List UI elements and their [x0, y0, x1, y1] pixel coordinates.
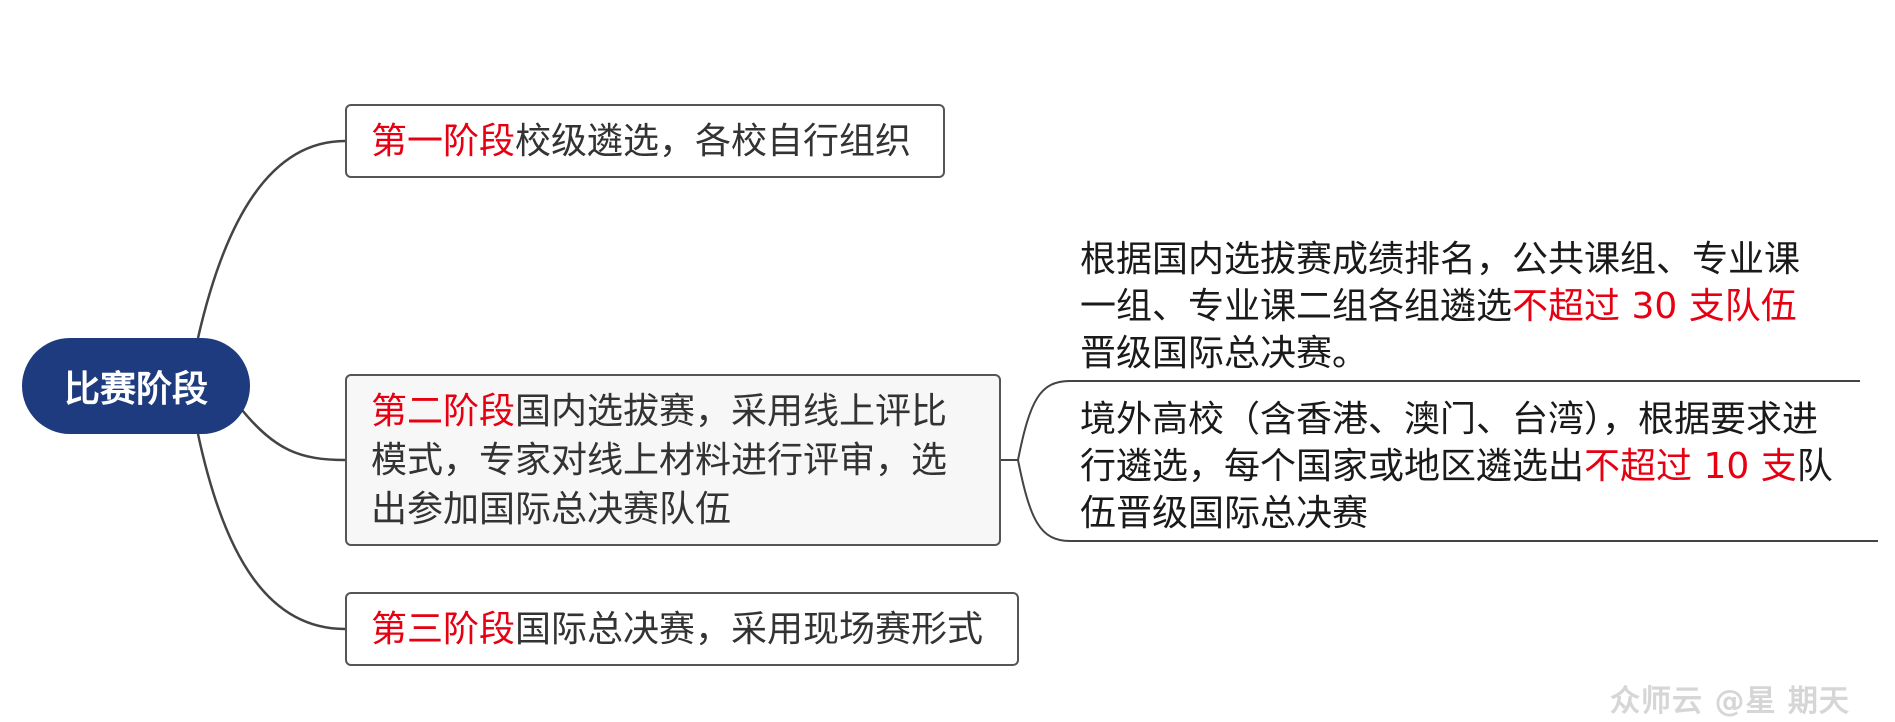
detail-2-line-2: 行遴选，每个国家或地区遴选出 — [1080, 446, 1585, 487]
detail-2-highlight: 不超过 10 支 — [1584, 446, 1797, 487]
detail-1-line-2: 一组、专业课二组各组遴选 — [1080, 286, 1513, 327]
stage-1-node: 第一阶段校级遴选，各校自行组织 — [345, 104, 945, 178]
detail-2-line-1: 境外高校（含香港、澳门、台湾），根据要求进 — [1080, 399, 1819, 440]
detail-overseas: 境外高校（含香港、澳门、台湾），根据要求进 行遴选，每个国家或地区遴选出不超过 … — [1080, 396, 1833, 537]
detail-1-line-1: 根据国内选拔赛成绩排名，公共课组、专业课 — [1080, 239, 1801, 280]
stage-2-line-1: 国内选拔赛，采用线上评比 — [515, 390, 948, 432]
stage-2-lead: 第二阶段 — [371, 390, 516, 432]
detail-domestic: 根据国内选拔赛成绩排名，公共课组、专业课 一组、专业课二组各组遴选不超过 30 … — [1080, 236, 1800, 377]
stage-2-line-3: 出参加国际总决赛队伍 — [371, 488, 732, 530]
stage-1-text: 校级遴选，各校自行组织 — [515, 120, 912, 162]
detail-1-highlight: 不超过 30 支队伍 — [1512, 286, 1797, 327]
connector-stage-2-detail-2 — [1017, 459, 1878, 542]
root-label: 比赛阶段 — [63, 369, 208, 410]
root-node: 比赛阶段 — [22, 338, 250, 434]
connector-root-stage-1 — [196, 139, 346, 339]
stage-3-lead: 第三阶段 — [371, 608, 516, 650]
detail-1-line-3: 晋级国际总决赛。 — [1080, 333, 1369, 374]
stage-2-node: 第二阶段国内选拔赛，采用线上评比 模式，专家对线上材料进行评审，选 出参加国际总… — [345, 374, 1001, 546]
stage-1-lead: 第一阶段 — [371, 120, 516, 162]
stage-3-text: 国际总决赛，采用现场赛形式 — [515, 608, 984, 650]
connector-stage-2-detail-1 — [1001, 380, 1860, 461]
watermark: 众师云 @星 期天 — [1610, 684, 1850, 719]
stage-3-node: 第三阶段国际总决赛，采用现场赛形式 — [345, 592, 1019, 666]
stage-2-line-2: 模式，专家对线上材料进行评审，选 — [371, 439, 948, 481]
connector-root-stage-2 — [241, 409, 346, 462]
connector-root-stage-3 — [196, 433, 346, 631]
detail-2-line-2-end: 队 — [1796, 446, 1833, 487]
detail-2-line-3: 伍晋级国际总决赛 — [1080, 493, 1369, 534]
